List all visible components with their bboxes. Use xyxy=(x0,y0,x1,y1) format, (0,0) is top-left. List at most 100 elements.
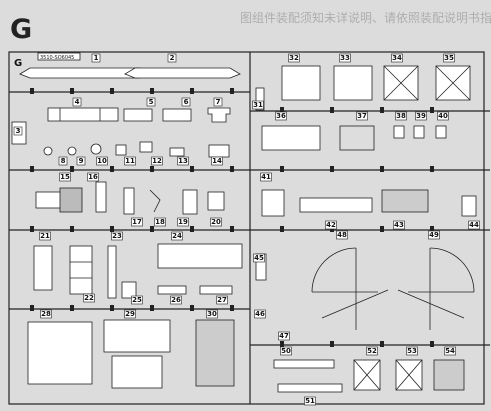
part-15-grille xyxy=(59,187,83,213)
part-number-box xyxy=(210,217,222,227)
part-number-text: 42 xyxy=(326,221,336,229)
part-11-shape xyxy=(115,144,127,156)
reverse-side-text: 图组件装配须知未详说明、请依照装配说明书指示方向组装 xyxy=(240,10,491,25)
part-number-text: 1 xyxy=(94,54,99,62)
part-number-box xyxy=(96,156,108,166)
part-number-box xyxy=(213,97,223,107)
part-number-text: 29 xyxy=(125,310,135,318)
part-8-shape xyxy=(43,146,53,156)
part-number-box xyxy=(13,126,23,136)
part-number-box xyxy=(181,97,191,107)
part-49-shape xyxy=(397,247,475,330)
part-22-shape xyxy=(69,245,93,295)
part-number-box xyxy=(325,220,337,230)
part-number-11: 11 xyxy=(124,156,136,166)
part-40-shape xyxy=(435,125,447,139)
part-number-text: 7 xyxy=(216,98,221,106)
part-number-text: 50 xyxy=(281,347,291,355)
sprue-gates xyxy=(30,88,434,347)
part-number-text: 8 xyxy=(61,157,66,165)
part-number-text: 6 xyxy=(184,98,189,106)
part-number-box xyxy=(406,346,418,356)
part-number-37: 37 xyxy=(356,111,368,121)
part-number-text: 11 xyxy=(125,157,135,165)
part-number-35: 35 xyxy=(443,53,455,63)
part-42-shape xyxy=(299,197,373,213)
part-7-shape xyxy=(207,107,231,123)
part-number-text: 16 xyxy=(88,173,98,181)
part-number-53: 53 xyxy=(406,346,418,356)
part-number-14: 14 xyxy=(211,156,223,166)
part-number-text: 19 xyxy=(178,218,188,226)
part-number-50: 50 xyxy=(280,346,292,356)
part-number-text: 40 xyxy=(438,112,448,120)
part-number-box xyxy=(124,156,136,166)
part-number-30: 30 xyxy=(206,309,218,319)
part-number-text: 31 xyxy=(253,101,263,109)
part-number-52: 52 xyxy=(366,346,378,356)
part-number-text: 10 xyxy=(97,157,107,165)
part-number-box xyxy=(59,172,71,182)
part-number-text: 22 xyxy=(84,294,94,302)
sheet-letter: G xyxy=(10,14,32,45)
part-number-12: 12 xyxy=(151,156,163,166)
part-number-49: 49 xyxy=(428,230,440,240)
part-number-4: 4 xyxy=(72,97,82,107)
part-number-47: 47 xyxy=(278,331,290,341)
part-30-shape xyxy=(195,319,235,387)
part-number-40: 40 xyxy=(437,111,449,121)
part-number-13: 13 xyxy=(177,156,189,166)
part-number-box xyxy=(87,172,99,182)
part-number-27: 27 xyxy=(216,295,228,305)
part-number-text: 13 xyxy=(178,157,188,165)
part-number-box xyxy=(356,111,368,121)
part-6-shape xyxy=(162,108,192,122)
sprue-frame xyxy=(8,51,490,405)
part-number-text: 18 xyxy=(155,218,165,226)
part-number-box xyxy=(253,253,265,263)
part-number-31: 31 xyxy=(252,100,264,110)
part-number-text: 33 xyxy=(340,54,350,62)
part-number-text: 15 xyxy=(60,173,70,181)
part-number-text: 34 xyxy=(392,54,402,62)
part-number-28: 28 xyxy=(40,309,52,319)
part-number-21: 21 xyxy=(39,231,51,241)
part-number-38: 38 xyxy=(395,111,407,121)
part-number-23: 23 xyxy=(111,231,123,241)
part-number-5: 5 xyxy=(146,97,156,107)
part-25-shape xyxy=(121,281,137,299)
part-number-26: 26 xyxy=(170,295,182,305)
part-51-shape xyxy=(277,383,343,393)
part-number-text: 25 xyxy=(132,296,142,304)
part-26-shape xyxy=(157,285,187,295)
part-12-shape xyxy=(139,141,153,153)
part-number-text: 3 xyxy=(16,127,21,135)
part-36-shape xyxy=(261,125,321,151)
part-15-shape xyxy=(35,191,63,209)
part-number-box xyxy=(252,100,264,110)
part-29-shape xyxy=(103,319,171,353)
part-21-shape xyxy=(33,245,53,291)
part-number-box xyxy=(395,111,407,121)
part-number-box xyxy=(151,156,163,166)
part-number-18: 18 xyxy=(154,217,166,227)
part-number-box xyxy=(170,295,182,305)
part-number-25: 25 xyxy=(131,295,143,305)
part-number-9: 9 xyxy=(76,156,86,166)
part-number-box xyxy=(146,97,156,107)
part-14-shape xyxy=(208,144,230,158)
part-number-box xyxy=(260,172,272,182)
part-48-shape xyxy=(311,247,389,330)
part-number-text: 30 xyxy=(207,310,217,318)
part-number-36: 36 xyxy=(275,111,287,121)
part-number-10: 10 xyxy=(96,156,108,166)
part-number-17: 17 xyxy=(131,217,143,227)
part-23-shape xyxy=(107,245,117,299)
part-number-box xyxy=(91,53,101,63)
part-number-54: 54 xyxy=(444,346,456,356)
part-number-box xyxy=(437,111,449,121)
part-18-shape xyxy=(149,189,161,213)
